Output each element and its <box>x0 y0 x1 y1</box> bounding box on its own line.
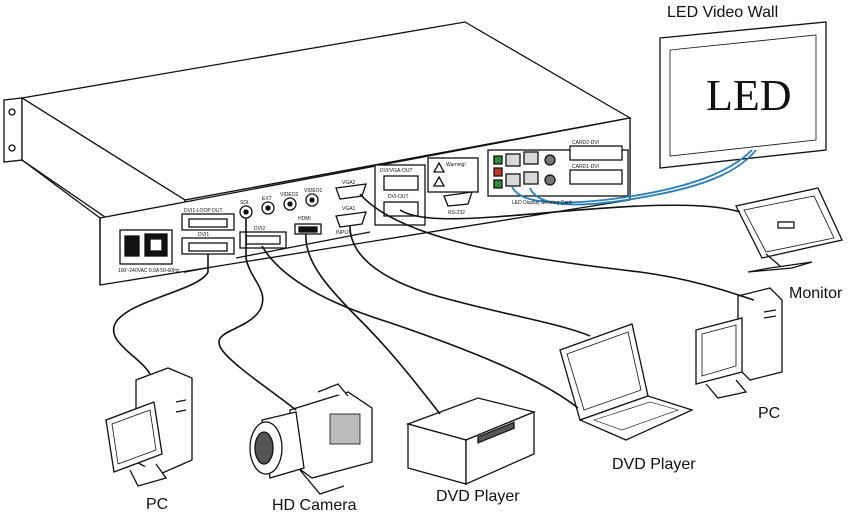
led-video-wall <box>659 21 827 169</box>
port-label-sdi: SDI <box>240 200 248 206</box>
port-label-input: INPUT <box>336 230 351 236</box>
port-label-dvi2: DVI2 <box>254 226 265 232</box>
led-video-wall-label: LED Video Wall <box>667 4 779 21</box>
cables <box>112 193 755 415</box>
port-label-hdmi: HDMI <box>298 216 311 222</box>
hd-camera-label: HD Camera <box>272 497 357 514</box>
dvd-player-right-label: DVD Player <box>612 456 696 473</box>
led-cable <box>511 149 757 206</box>
dvd-player-device <box>405 397 537 485</box>
port-label-card2: CARD2-DVI <box>572 140 599 146</box>
port-label-ext: EXT <box>262 196 272 202</box>
pc-left-device <box>105 367 193 487</box>
pc-right-label: PC <box>758 405 781 422</box>
monitor-device <box>735 187 843 273</box>
port-label-dvi-vga-out: DVI/VGA-OUT <box>380 168 413 174</box>
laptop-device <box>559 323 694 441</box>
warning-label: Warning! <box>446 162 466 168</box>
port-label-rs232: RS-232 <box>448 210 465 216</box>
sending-card-label: LED Display Sending Card <box>512 200 572 206</box>
port-label-video2: VIDEO2 <box>280 192 299 198</box>
port-label-card1: CARD1-DVI <box>572 164 599 170</box>
led-screen-text: LED <box>706 71 792 120</box>
port-label-dvi1: DVI1 <box>198 232 209 238</box>
video-processor <box>3 21 632 286</box>
port-label-vga2: VGA2 <box>342 180 356 186</box>
camera-device <box>249 383 373 495</box>
monitor-label: Monitor <box>789 285 843 302</box>
dvd-player-left-label: DVD Player <box>436 488 520 505</box>
pc-right-device <box>695 287 783 399</box>
port-label-dvi-loop-out: DVI1-LOOP OUT <box>184 208 223 214</box>
port-label-vga1: VGA1 <box>342 206 356 212</box>
pc-left-label: PC <box>146 496 169 513</box>
port-label-video1: VIDEO1 <box>304 188 323 194</box>
port-label-dvi-out: DVI-OUT <box>388 194 409 200</box>
power-rating-label: 100~240VAC 0.5A 50-60Hz <box>118 268 180 274</box>
